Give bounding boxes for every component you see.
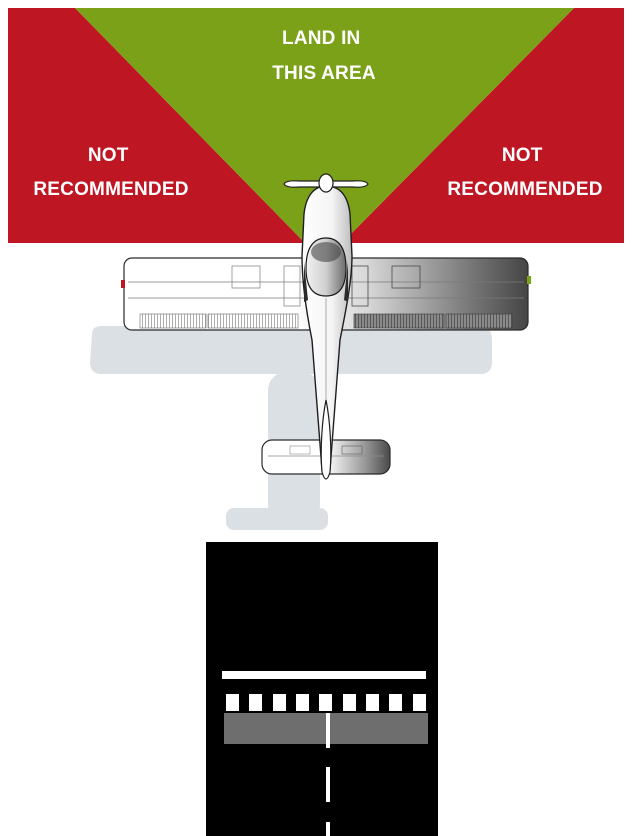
center-zone-label-line2: THIS AREA (272, 63, 376, 84)
spinner (319, 174, 333, 192)
left-zone-label-line2: RECOMMENDED (33, 179, 188, 200)
right-zone-label-line1: NOT (502, 145, 543, 166)
left-nav-light (121, 280, 125, 288)
center-zone-label-line1: LAND IN (282, 28, 360, 49)
runway-threshold-bar (222, 671, 426, 679)
right-aileron (446, 314, 512, 328)
left-flap (208, 314, 298, 328)
right-zone-label-line2: RECOMMENDED (447, 179, 602, 200)
runway-surface (206, 542, 438, 836)
runway (206, 542, 438, 836)
left-aileron (140, 314, 206, 328)
left-zone-label-line1: NOT (88, 145, 129, 166)
aircraft-shadow (90, 326, 492, 530)
right-flap (354, 314, 444, 328)
right-nav-light (527, 276, 531, 284)
runway-threshold-markings (226, 694, 426, 711)
